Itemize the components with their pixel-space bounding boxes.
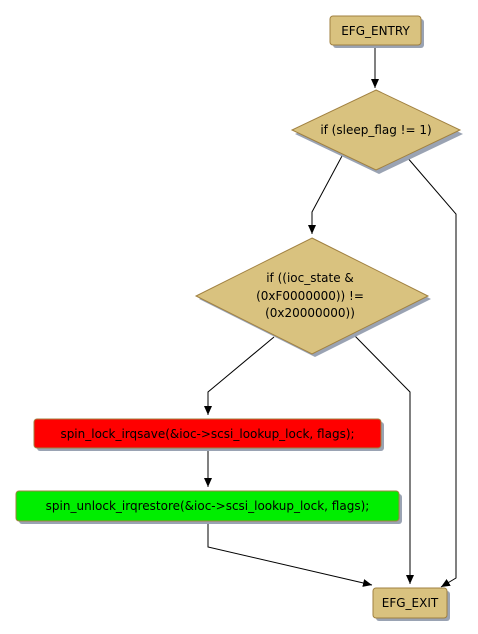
spin-lock-statement-label: spin_lock_irqsave(&ioc->scsi_lookup_lock…	[60, 427, 354, 441]
edge-unlock-to-exit	[207, 522, 373, 587]
spin-unlock-statement-label: spin_unlock_irqrestore(&ioc->scsi_lookup…	[46, 499, 370, 513]
edge-ioc-check-to-exit	[351, 332, 414, 584]
entry-node-label: EFG_ENTRY	[341, 24, 410, 38]
exit-node: EFG_EXIT	[372, 587, 450, 621]
ioc-state-decision-line-2: (0xF0000000)) !=	[256, 289, 364, 303]
spin-unlock-statement: spin_unlock_irqrestore(&ioc->scsi_lookup…	[15, 490, 402, 524]
ioc-state-decision: if ((ioc_state & (0xF0000000)) != (0x200…	[194, 237, 431, 357]
spin-lock-statement: spin_lock_irqsave(&ioc->scsi_lookup_lock…	[33, 418, 384, 451]
ioc-state-decision-line-3: (0x20000000))	[265, 306, 355, 320]
entry-node: EFG_ENTRY	[329, 15, 424, 48]
edges	[204, 46, 457, 588]
sleep-flag-decision-label: if (sleep_flag != 1)	[320, 123, 431, 137]
exit-node-label: EFG_EXIT	[382, 596, 439, 610]
ioc-state-decision-line-1: if ((ioc_state &	[266, 271, 354, 285]
sleep-flag-decision: if (sleep_flag != 1)	[290, 89, 463, 174]
edge-sleep-check-to-ioc-check	[308, 155, 343, 234]
edge-sleep-check-to-exit	[405, 155, 457, 588]
edge-ioc-check-to-lock	[204, 336, 275, 415]
